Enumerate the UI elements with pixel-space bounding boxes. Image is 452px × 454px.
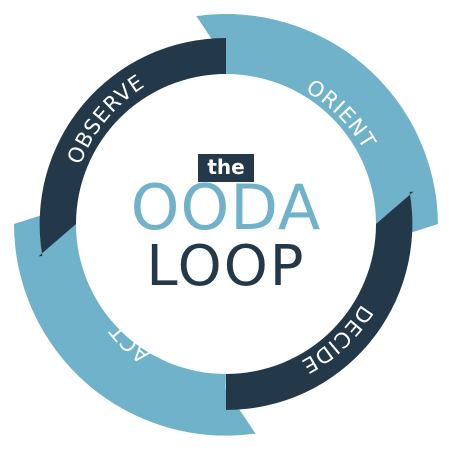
segment-orient (196, 14, 438, 232)
title-loop: LOOP (146, 234, 306, 299)
segment-observe (38, 37, 226, 257)
segment-act (14, 216, 256, 436)
segment-decide (226, 191, 414, 411)
center-title: the OODA LOOP (126, 152, 326, 302)
title-ooda: OODA (130, 171, 322, 244)
title-the-tag: the (198, 154, 254, 182)
